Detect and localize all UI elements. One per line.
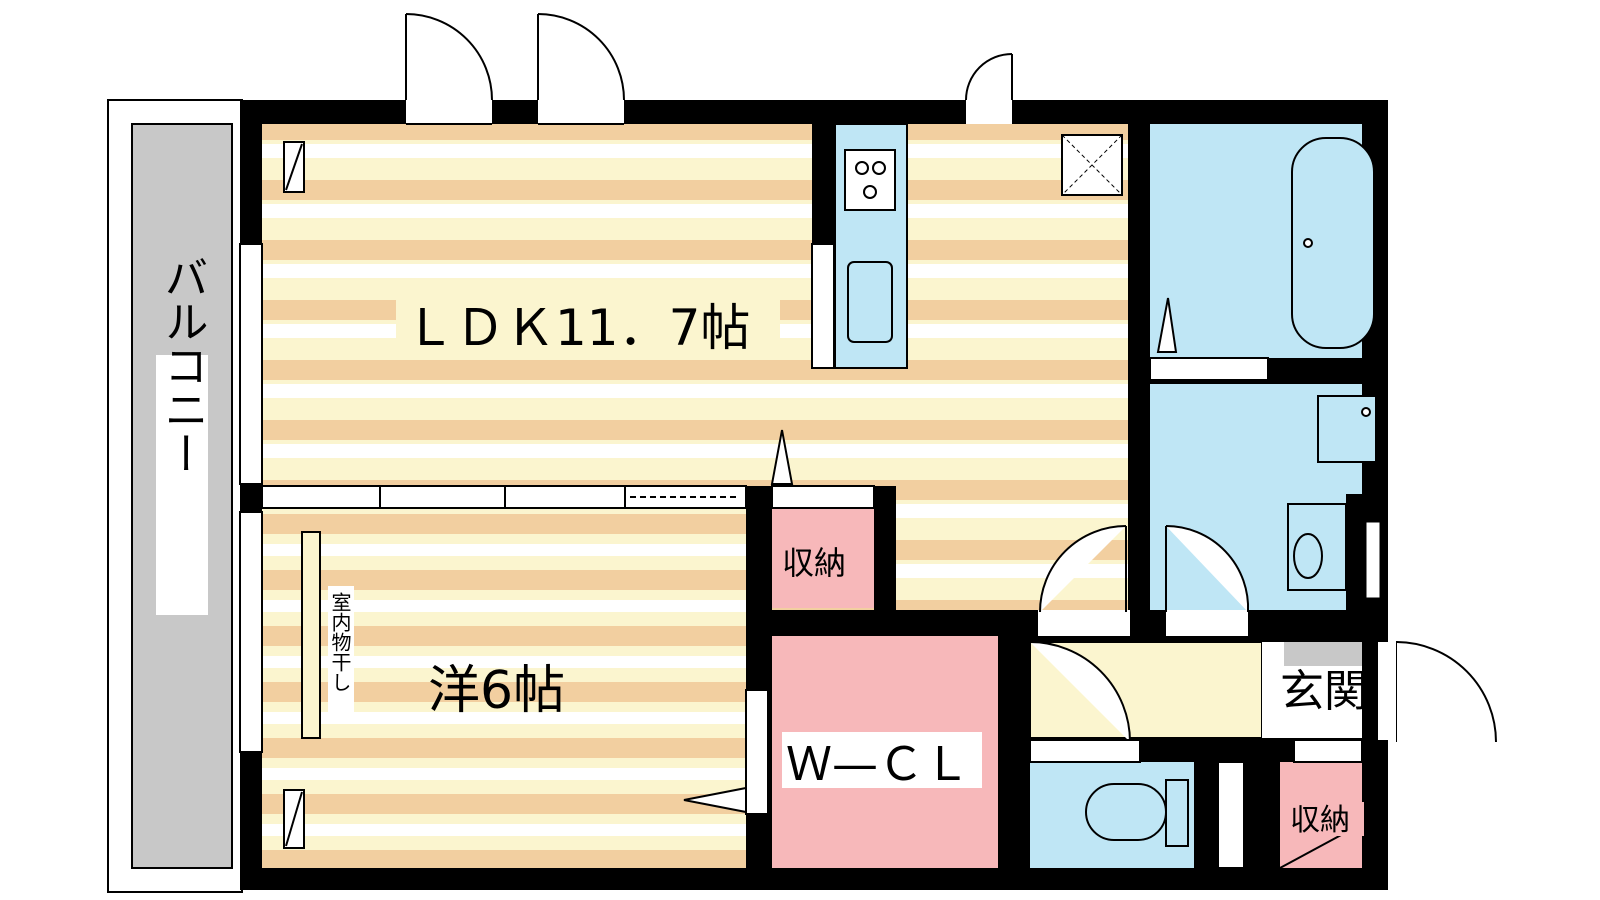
door-marker-icon xyxy=(770,429,794,485)
burner-icon xyxy=(872,161,886,175)
burner-icon xyxy=(863,185,877,199)
toilet-tank-icon xyxy=(1165,779,1189,847)
washbasin-icon xyxy=(1287,503,1347,591)
door-swing-icon xyxy=(1165,524,1250,613)
door-marker-icon xyxy=(1156,297,1178,353)
wall-segment xyxy=(746,610,1022,636)
door-marker-icon xyxy=(683,786,747,814)
wcl-door xyxy=(745,689,769,815)
door-opening xyxy=(406,100,492,124)
western-label: 洋6帖 xyxy=(428,661,565,721)
bath-door xyxy=(1149,357,1269,381)
burner-icon xyxy=(855,161,869,175)
ldk-label-bg xyxy=(396,292,780,354)
wall-segment xyxy=(1194,762,1220,868)
wcl-label: Ｗ—ＣＬ xyxy=(786,737,970,791)
door-opening xyxy=(538,100,624,124)
wall-segment xyxy=(874,486,896,610)
wall-segment xyxy=(1244,762,1278,868)
door-swing-icon xyxy=(1039,525,1127,613)
wcl-label-bg xyxy=(782,732,982,788)
storage-entrance-label: 収納 xyxy=(1290,803,1350,838)
door-swing-icon xyxy=(965,53,1013,101)
front-door-swing-icon xyxy=(1395,641,1497,743)
balcony-label-bg xyxy=(156,355,208,615)
entrance-label: 玄関 xyxy=(1280,666,1368,717)
window xyxy=(239,243,263,485)
door-swing-icon xyxy=(405,13,493,101)
storage-small-label: 収納 xyxy=(782,544,846,582)
door-swing-icon xyxy=(1029,641,1131,743)
front-door-opening xyxy=(1378,642,1396,742)
washer-icon xyxy=(1317,395,1377,463)
kitchen-partition-low xyxy=(811,243,835,369)
storage-entrance-label-bg xyxy=(1290,802,1364,836)
door-swing-icon xyxy=(537,13,625,101)
bathtub-icon xyxy=(1291,137,1375,349)
window xyxy=(239,511,263,753)
ldk-label: ＬＤＫ11．7帖 xyxy=(405,299,750,357)
wall-segment xyxy=(1128,124,1150,610)
balcony-label: バルコニー xyxy=(157,255,208,475)
stove xyxy=(844,149,896,211)
kitchen-partition xyxy=(812,124,834,244)
door-opening xyxy=(966,100,1012,124)
sink-icon xyxy=(847,261,893,343)
door-opening xyxy=(1038,610,1130,636)
storage-small xyxy=(772,508,874,608)
laundry-label: 室内物干し xyxy=(328,592,352,692)
laundry-pole xyxy=(301,531,321,739)
door-opening xyxy=(1166,610,1248,636)
laundry-label-bg xyxy=(328,586,354,716)
toilet-icon xyxy=(1085,783,1167,841)
